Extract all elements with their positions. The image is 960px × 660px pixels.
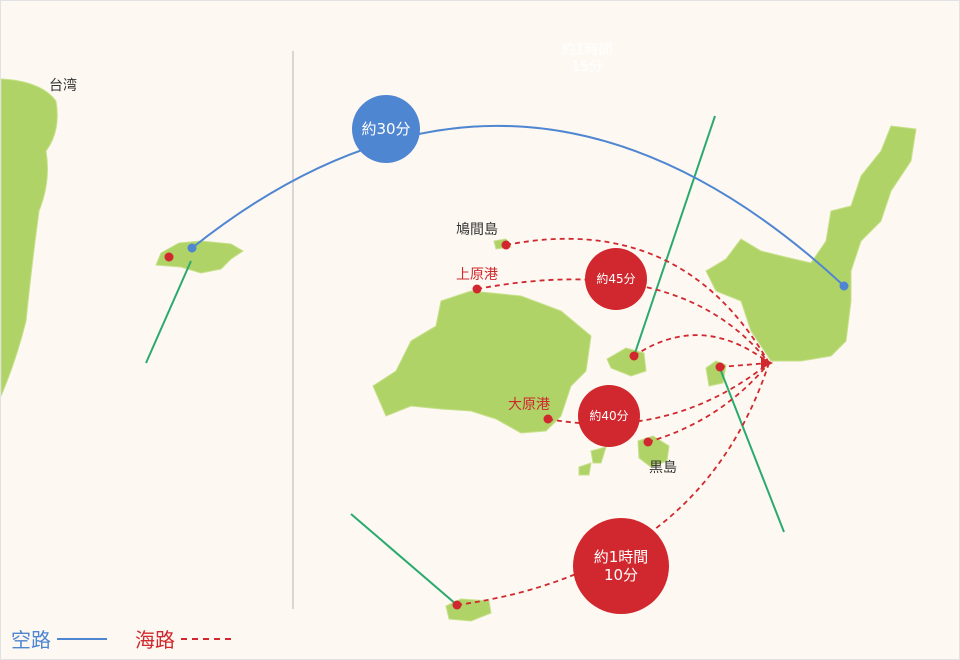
label-ohara-port: 大原港 (508, 397, 550, 413)
label-hatoma: 鳩間島 (456, 222, 498, 238)
bubble-line2: 10分 (603, 566, 639, 584)
legend-air-line (57, 637, 107, 640)
legend-sea-line (181, 637, 231, 640)
island-iriomote (372, 290, 592, 434)
legend: 空路 海路 (11, 624, 231, 653)
label-uehara-port: 上原港 (456, 267, 498, 283)
hidden-line2: 15分 (571, 59, 603, 75)
sea-time-45-bubble: 約45分 (585, 248, 647, 310)
air-time-bubble: 約30分 (352, 95, 420, 163)
bubble-line1: 約1時間 (593, 548, 649, 566)
island-ishigaki (705, 125, 917, 362)
sea-time-40-bubble: 約40分 (578, 385, 640, 447)
air-route (191, 125, 845, 287)
legend-sea-label: 海路 (135, 628, 175, 652)
island-kohama (606, 347, 647, 377)
hidden-line1: 約1時間 (561, 42, 613, 59)
island-yonaguni (155, 240, 244, 274)
legend-air-label: 空路 (11, 628, 51, 652)
island-small-1 (590, 446, 607, 464)
island-taiwan (1, 78, 58, 397)
island-small-2 (578, 462, 592, 476)
label-kuroshima: 黒島 (649, 460, 677, 476)
label-taiwan: 台湾 (49, 78, 77, 94)
